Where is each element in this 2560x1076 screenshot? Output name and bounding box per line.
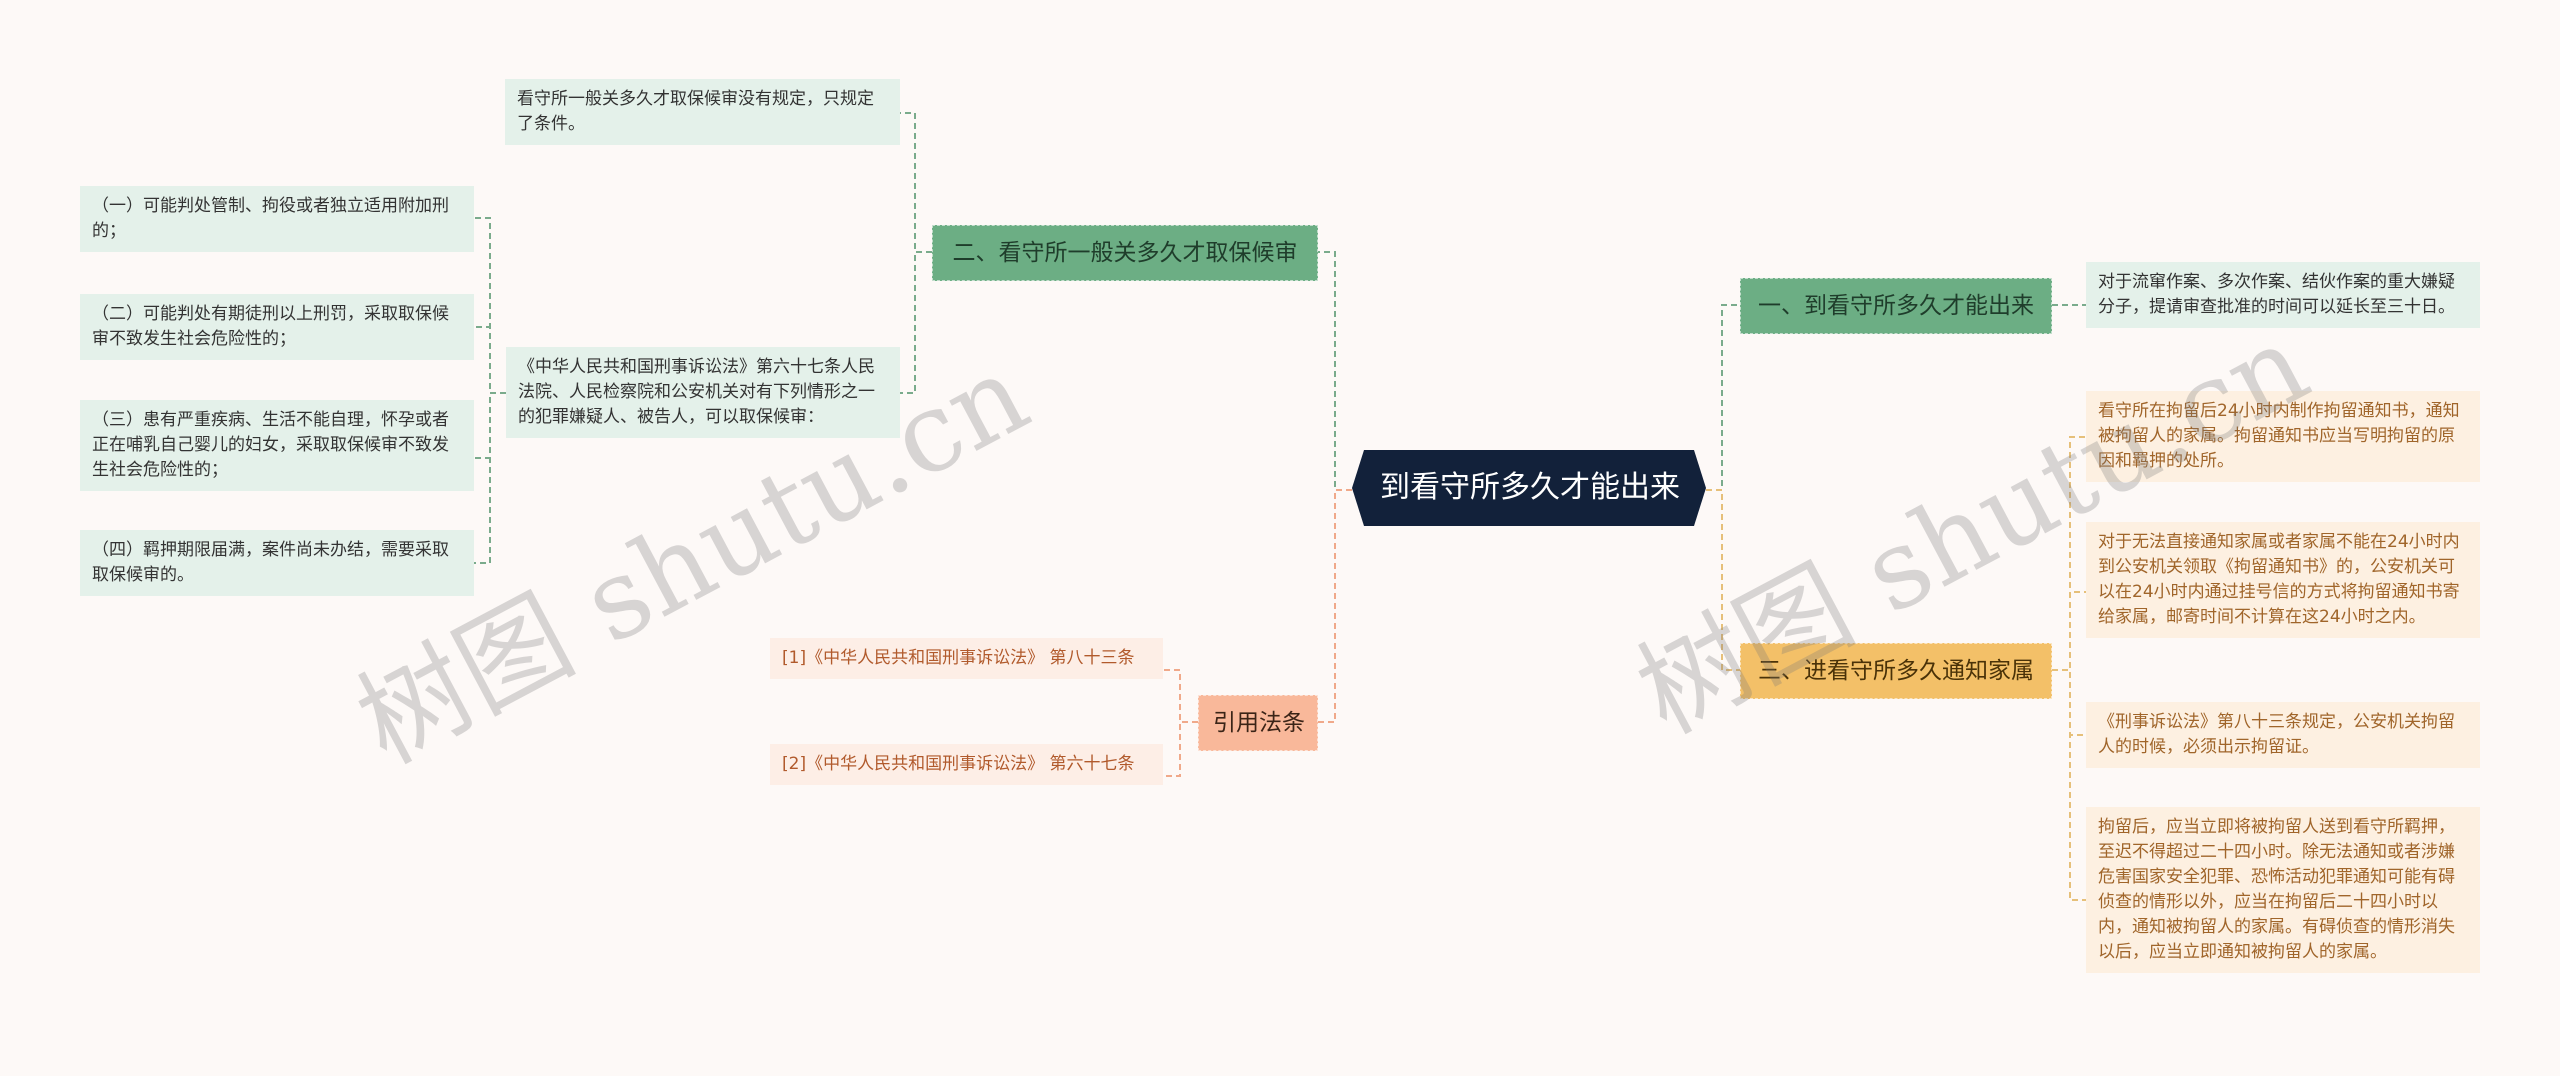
leaf-condition-4[interactable]: （四）羁押期限届满，案件尚未办结，需要采取取保候审的。 xyxy=(80,530,474,596)
leaf-condition-2[interactable]: （二）可能判处有期徒刑以上刑罚，采取取保候审不致发生社会危险性的； xyxy=(80,294,474,360)
leaf-thirty-days[interactable]: 对于流窜作案、多次作案、结伙作案的重大嫌疑分子，提请审查批准的时间可以延长至三十… xyxy=(2086,262,2480,328)
link-root-b3 xyxy=(1706,489,1740,671)
leaf-condition-3[interactable]: （三）患有严重疾病、生活不能自理，怀孕或者正在哺乳自己婴儿的妇女，采取取保候审不… xyxy=(80,400,474,491)
leaf-article-67[interactable]: 《中华人民共和国刑事诉讼法》第六十七条人民法院、人民检察院和公安机关对有下列情形… xyxy=(506,347,900,438)
link-b3-l3b xyxy=(2052,591,2086,671)
leaf-condition-1[interactable]: （一）可能判处管制、拘役或者独立适用附加刑的； xyxy=(80,186,474,252)
link-l2b-l2b2 xyxy=(474,326,506,394)
leaf-notice-24h[interactable]: 看守所在拘留后24小时内制作拘留通知书，通知被拘留人的家属。拘留通知书应当写明拘… xyxy=(2086,391,2480,482)
link-root-b1 xyxy=(1706,304,1740,491)
link-root-b2 xyxy=(1318,251,1352,491)
branch-family-notice[interactable]: 三、进看守所多久通知家属 xyxy=(1740,643,2052,699)
link-cite-c2 xyxy=(1163,721,1198,777)
link-b3-l3a xyxy=(2052,436,2086,671)
leaf-cite-67[interactable]: [2]《中华人民共和国刑事诉讼法》 第六十七条 xyxy=(770,744,1163,785)
leaf-cite-83[interactable]: [1]《中华人民共和国刑事诉讼法》 第八十三条 xyxy=(770,638,1163,679)
link-b2-l2b xyxy=(900,251,932,394)
root-node[interactable]: 到看守所多久才能出来 xyxy=(1352,450,1706,526)
link-b2-l2a xyxy=(900,112,932,253)
link-root-cite xyxy=(1318,489,1352,723)
leaf-custody-transfer[interactable]: 拘留后，应当立即将被拘留人送到看守所羁押，至迟不得超过二十四小时。除无法通知或者… xyxy=(2086,807,2480,973)
branch-release-time[interactable]: 一、到看守所多久才能出来 xyxy=(1740,278,2052,334)
leaf-bail-no-rule[interactable]: 看守所一般关多久才取保候审没有规定，只规定了条件。 xyxy=(505,79,900,145)
link-b3-l3d xyxy=(2052,669,2086,901)
branch-cited-laws[interactable]: 引用法条 xyxy=(1198,695,1318,751)
leaf-registered-mail[interactable]: 对于无法直接通知家属或者家属不能在24小时内到公安机关领取《拘留通知书》的，公安… xyxy=(2086,522,2480,638)
leaf-detention-warrant[interactable]: 《刑事诉讼法》第八十三条规定，公安机关拘留人的时候，必须出示拘留证。 xyxy=(2086,702,2480,768)
link-l2b-l2b4 xyxy=(474,392,506,564)
link-cite-c1 xyxy=(1163,669,1198,723)
branch-bail-duration[interactable]: 二、看守所一般关多久才取保候审 xyxy=(932,225,1318,281)
link-l2b-l2b1 xyxy=(474,217,506,394)
